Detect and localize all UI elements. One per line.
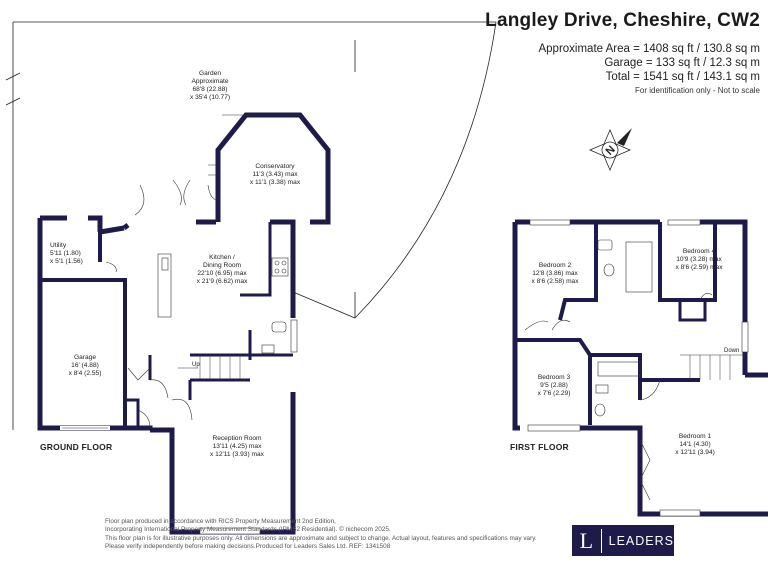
brand-letter: L: [578, 528, 602, 553]
room-kitchen-dining: Kitchen / Dining Room 22'10 (6.95) max x…: [196, 254, 248, 285]
leaders-logo: L LEADERS: [572, 525, 674, 556]
first-floor-details: [524, 219, 749, 517]
first-floor-walls: [512, 219, 768, 517]
brand-name: LEADERS: [608, 533, 674, 548]
first-floor-label: FIRST FLOOR: [510, 442, 569, 452]
compass: N: [588, 128, 632, 172]
ground-floor-label: GROUND FLOOR: [40, 442, 113, 452]
room-bedroom-1: Bedroom 1 14'1 (4.30) x 12'11 (3.94): [675, 433, 715, 456]
room-reception: Reception Room 13'11 (4.25) max x 12'11 …: [210, 435, 264, 458]
ground-floor-details: [60, 114, 300, 535]
room-bedroom-2: Bedroom 2 12'8 (3.86) max x 8'6 (2.58) m…: [531, 262, 579, 285]
room-bedroom-3: Bedroom 3 9'5 (2.88) x 7'6 (2.29): [537, 374, 571, 397]
garage-area-text: Garage = 133 sq ft / 12.3 sq m: [604, 57, 760, 69]
identification-note: For identification only - Not to scale: [635, 86, 760, 95]
garden-boundary: [5, 21, 497, 430]
property-title: Langley Drive, Cheshire, CW2: [485, 10, 760, 31]
stairs-down-label: Down: [724, 348, 739, 354]
room-conservatory: Conservatory 11'3 (3.43) max x 11'1 (3.3…: [249, 163, 301, 186]
room-garage: Garage 16' (4.88) x 8'4 (2.55): [68, 354, 102, 377]
room-utility: Utility 5'11 (1.80) x 5'1 (1.56): [50, 242, 83, 265]
stairs-up-label: Up: [192, 362, 200, 368]
room-bedroom-4: Bedroom 4 10'9 (3.28) max x 8'6 (2.59) m…: [675, 248, 723, 271]
approx-area-text: Approximate Area = 1408 sq ft / 130.8 sq…: [538, 43, 760, 55]
disclaimer: Floor plan produced in accordance with R…: [105, 518, 537, 551]
total-area-text: Total = 1541 sq ft / 143.1 sq m: [605, 71, 760, 83]
room-garden: Garden Approximate 68'8 (22.88) x 35'4 (…: [189, 70, 231, 101]
